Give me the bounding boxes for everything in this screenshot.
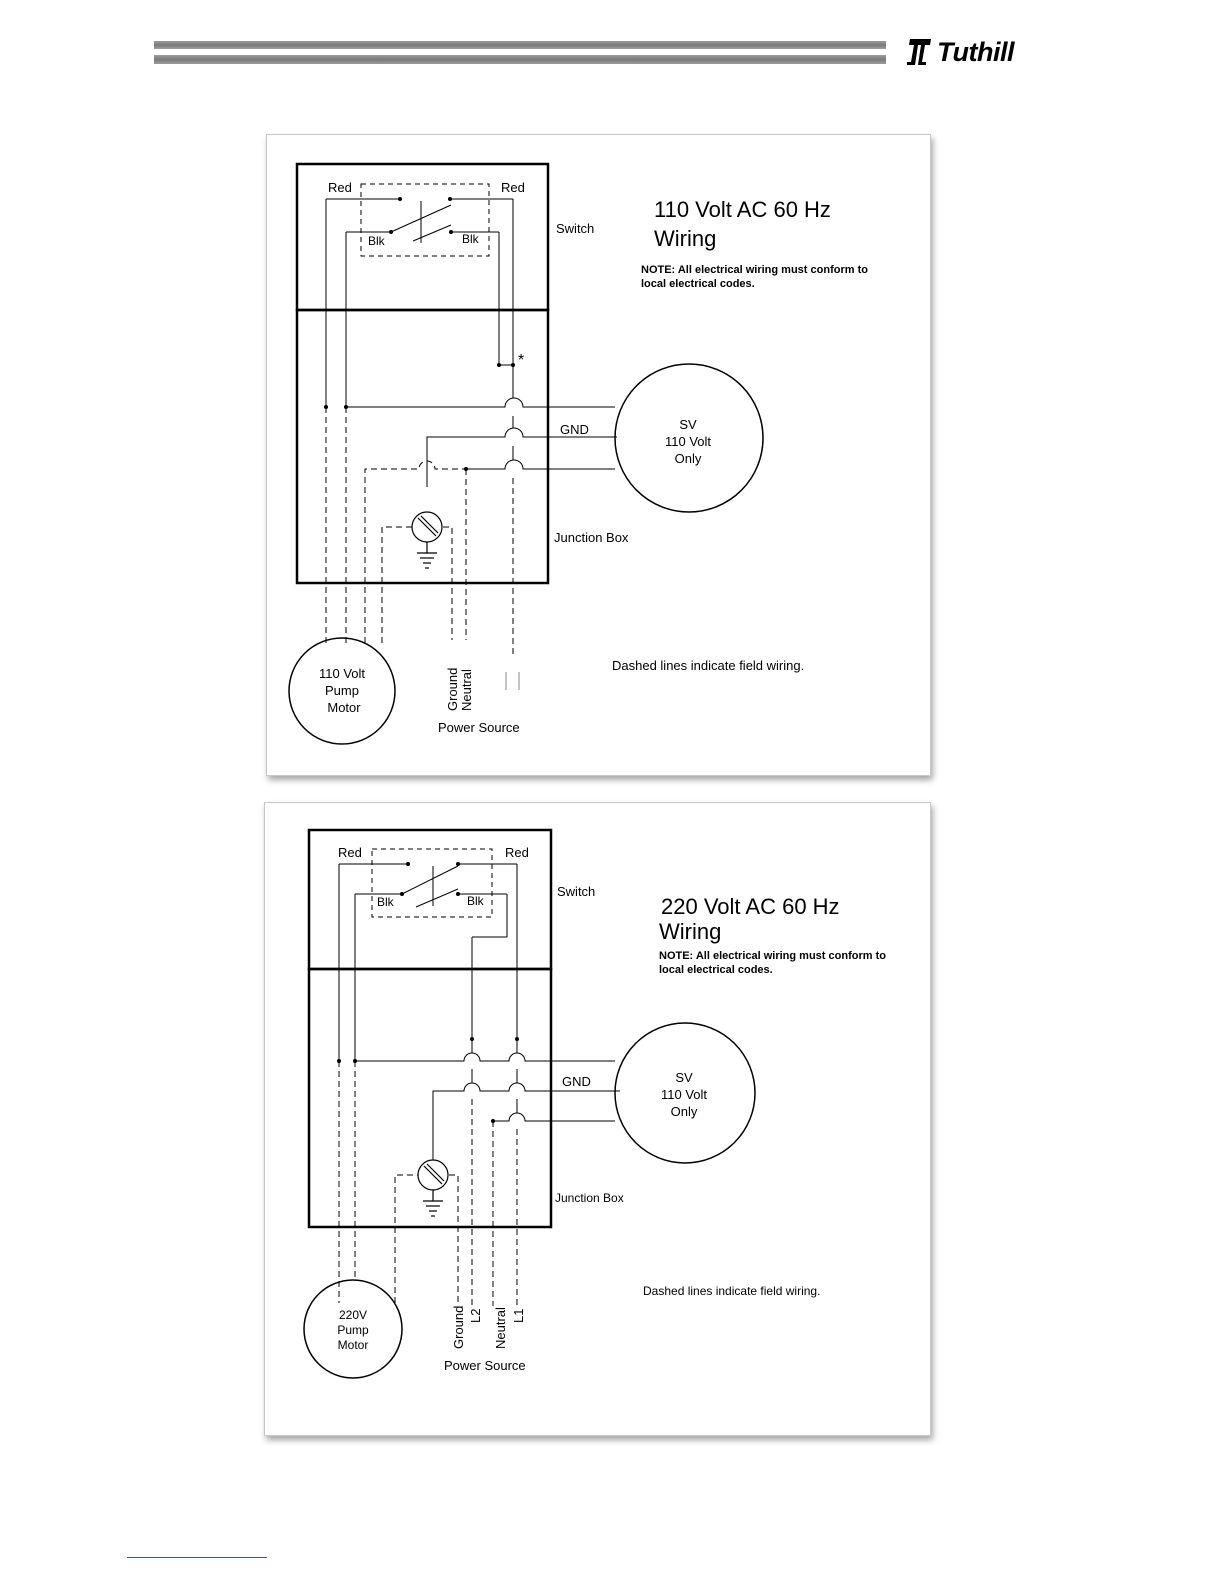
sv-circle bbox=[614, 363, 764, 513]
switch-dashed-outline bbox=[371, 848, 493, 918]
pump-motor-circle bbox=[303, 1279, 403, 1379]
internal-wiring bbox=[355, 1039, 620, 1175]
terminal-dots bbox=[337, 862, 519, 1123]
wire-label-blk-right: Blk bbox=[467, 894, 485, 908]
brand-logo: Tuthill bbox=[905, 34, 1015, 70]
motor-label-line3: Motor bbox=[338, 1338, 369, 1352]
note-line2: local electrical codes. bbox=[641, 278, 755, 290]
sv-label-line1: SV bbox=[675, 1070, 693, 1085]
sv-label-line3: Only bbox=[675, 451, 702, 466]
source-l1-label: L1 bbox=[511, 1309, 526, 1323]
internal-wiring bbox=[346, 364, 617, 487]
note-line1: NOTE: All electrical wiring must conform… bbox=[659, 950, 886, 962]
source-ground-label: Ground bbox=[445, 668, 460, 711]
wiring-diagram-220v: Red Red Blk Blk Switch Junction Box GND … bbox=[264, 802, 931, 1436]
wire-label-red-right: Red bbox=[501, 180, 525, 195]
sv-circle bbox=[614, 1022, 756, 1164]
wire-label-red-left: Red bbox=[338, 845, 362, 860]
switch-mechanism bbox=[325, 198, 514, 407]
power-source-label: Power Source bbox=[438, 720, 520, 735]
switch-mechanism bbox=[338, 863, 518, 1061]
diagram-title-line2: Wiring bbox=[654, 226, 716, 251]
motor-label-line2: Pump bbox=[325, 683, 359, 698]
junction-box-label: Junction Box bbox=[554, 530, 629, 545]
dashed-lines-note: Dashed lines indicate field wiring. bbox=[612, 658, 804, 673]
wire-label-blk-left: Blk bbox=[377, 895, 395, 909]
tuthill-logo-icon bbox=[907, 39, 931, 65]
switch-dashed-outline bbox=[360, 183, 490, 257]
source-l2-label: L2 bbox=[468, 1309, 483, 1323]
switch-label: Switch bbox=[556, 221, 594, 236]
switch-label: Switch bbox=[557, 884, 595, 899]
source-neutral-label: Neutral bbox=[493, 1307, 508, 1349]
field-wiring bbox=[338, 1061, 518, 1306]
source-neutral-label: Neutral bbox=[459, 669, 474, 711]
ground-terminal-icon bbox=[411, 511, 443, 569]
sv-label-line1: SV bbox=[679, 417, 697, 432]
terminal-dots bbox=[324, 197, 515, 471]
wire-label-blk-right: Blk bbox=[462, 232, 480, 246]
header-bar-bottom bbox=[154, 55, 886, 64]
note-line1: NOTE: All electrical wiring must conform… bbox=[641, 264, 868, 276]
dashed-lines-note: Dashed lines indicate field wiring. bbox=[643, 1284, 820, 1298]
wire-label-red-left: Red bbox=[328, 180, 352, 195]
wire-label-red-right: Red bbox=[505, 845, 529, 860]
footer-rule bbox=[127, 1557, 267, 1558]
brand-name: Tuthill bbox=[937, 36, 1015, 67]
motor-label-line2: Pump bbox=[337, 1323, 369, 1337]
wire-label-blk-left: Blk bbox=[368, 234, 386, 248]
field-wiring bbox=[325, 407, 514, 655]
junction-box bbox=[307, 967, 553, 1229]
diagram-title-line1: 220 Volt AC 60 Hz bbox=[661, 894, 840, 919]
gnd-label: GND bbox=[560, 422, 589, 437]
diagram-title-line2: Wiring bbox=[659, 919, 721, 944]
gnd-label: GND bbox=[562, 1074, 591, 1089]
power-source-label: Power Source bbox=[444, 1358, 526, 1373]
sv-label-line2: 110 Volt bbox=[665, 434, 711, 449]
diagram-title-line1: 110 Volt AC 60 Hz bbox=[654, 197, 831, 222]
motor-label-line1: 110 Volt bbox=[319, 666, 365, 681]
junction-box-label: Junction Box bbox=[555, 1191, 624, 1205]
motor-label-line3: Motor bbox=[327, 700, 361, 715]
header-bar-top bbox=[154, 41, 886, 49]
sv-label-line2: 110 Volt bbox=[661, 1087, 707, 1102]
junction-box bbox=[295, 308, 550, 585]
note-line2: local electrical codes. bbox=[659, 964, 773, 976]
motor-label-line1: 220V bbox=[339, 1308, 367, 1322]
pump-motor-circle bbox=[288, 637, 396, 745]
ground-terminal-icon bbox=[417, 1159, 449, 1217]
wiring-diagram-110v: Red Red Blk Blk * Switch Junction Box GN… bbox=[266, 134, 931, 776]
asterisk-mark: * bbox=[518, 352, 524, 369]
source-ground-label: Ground bbox=[451, 1306, 466, 1349]
sv-label-line3: Only bbox=[671, 1104, 698, 1119]
